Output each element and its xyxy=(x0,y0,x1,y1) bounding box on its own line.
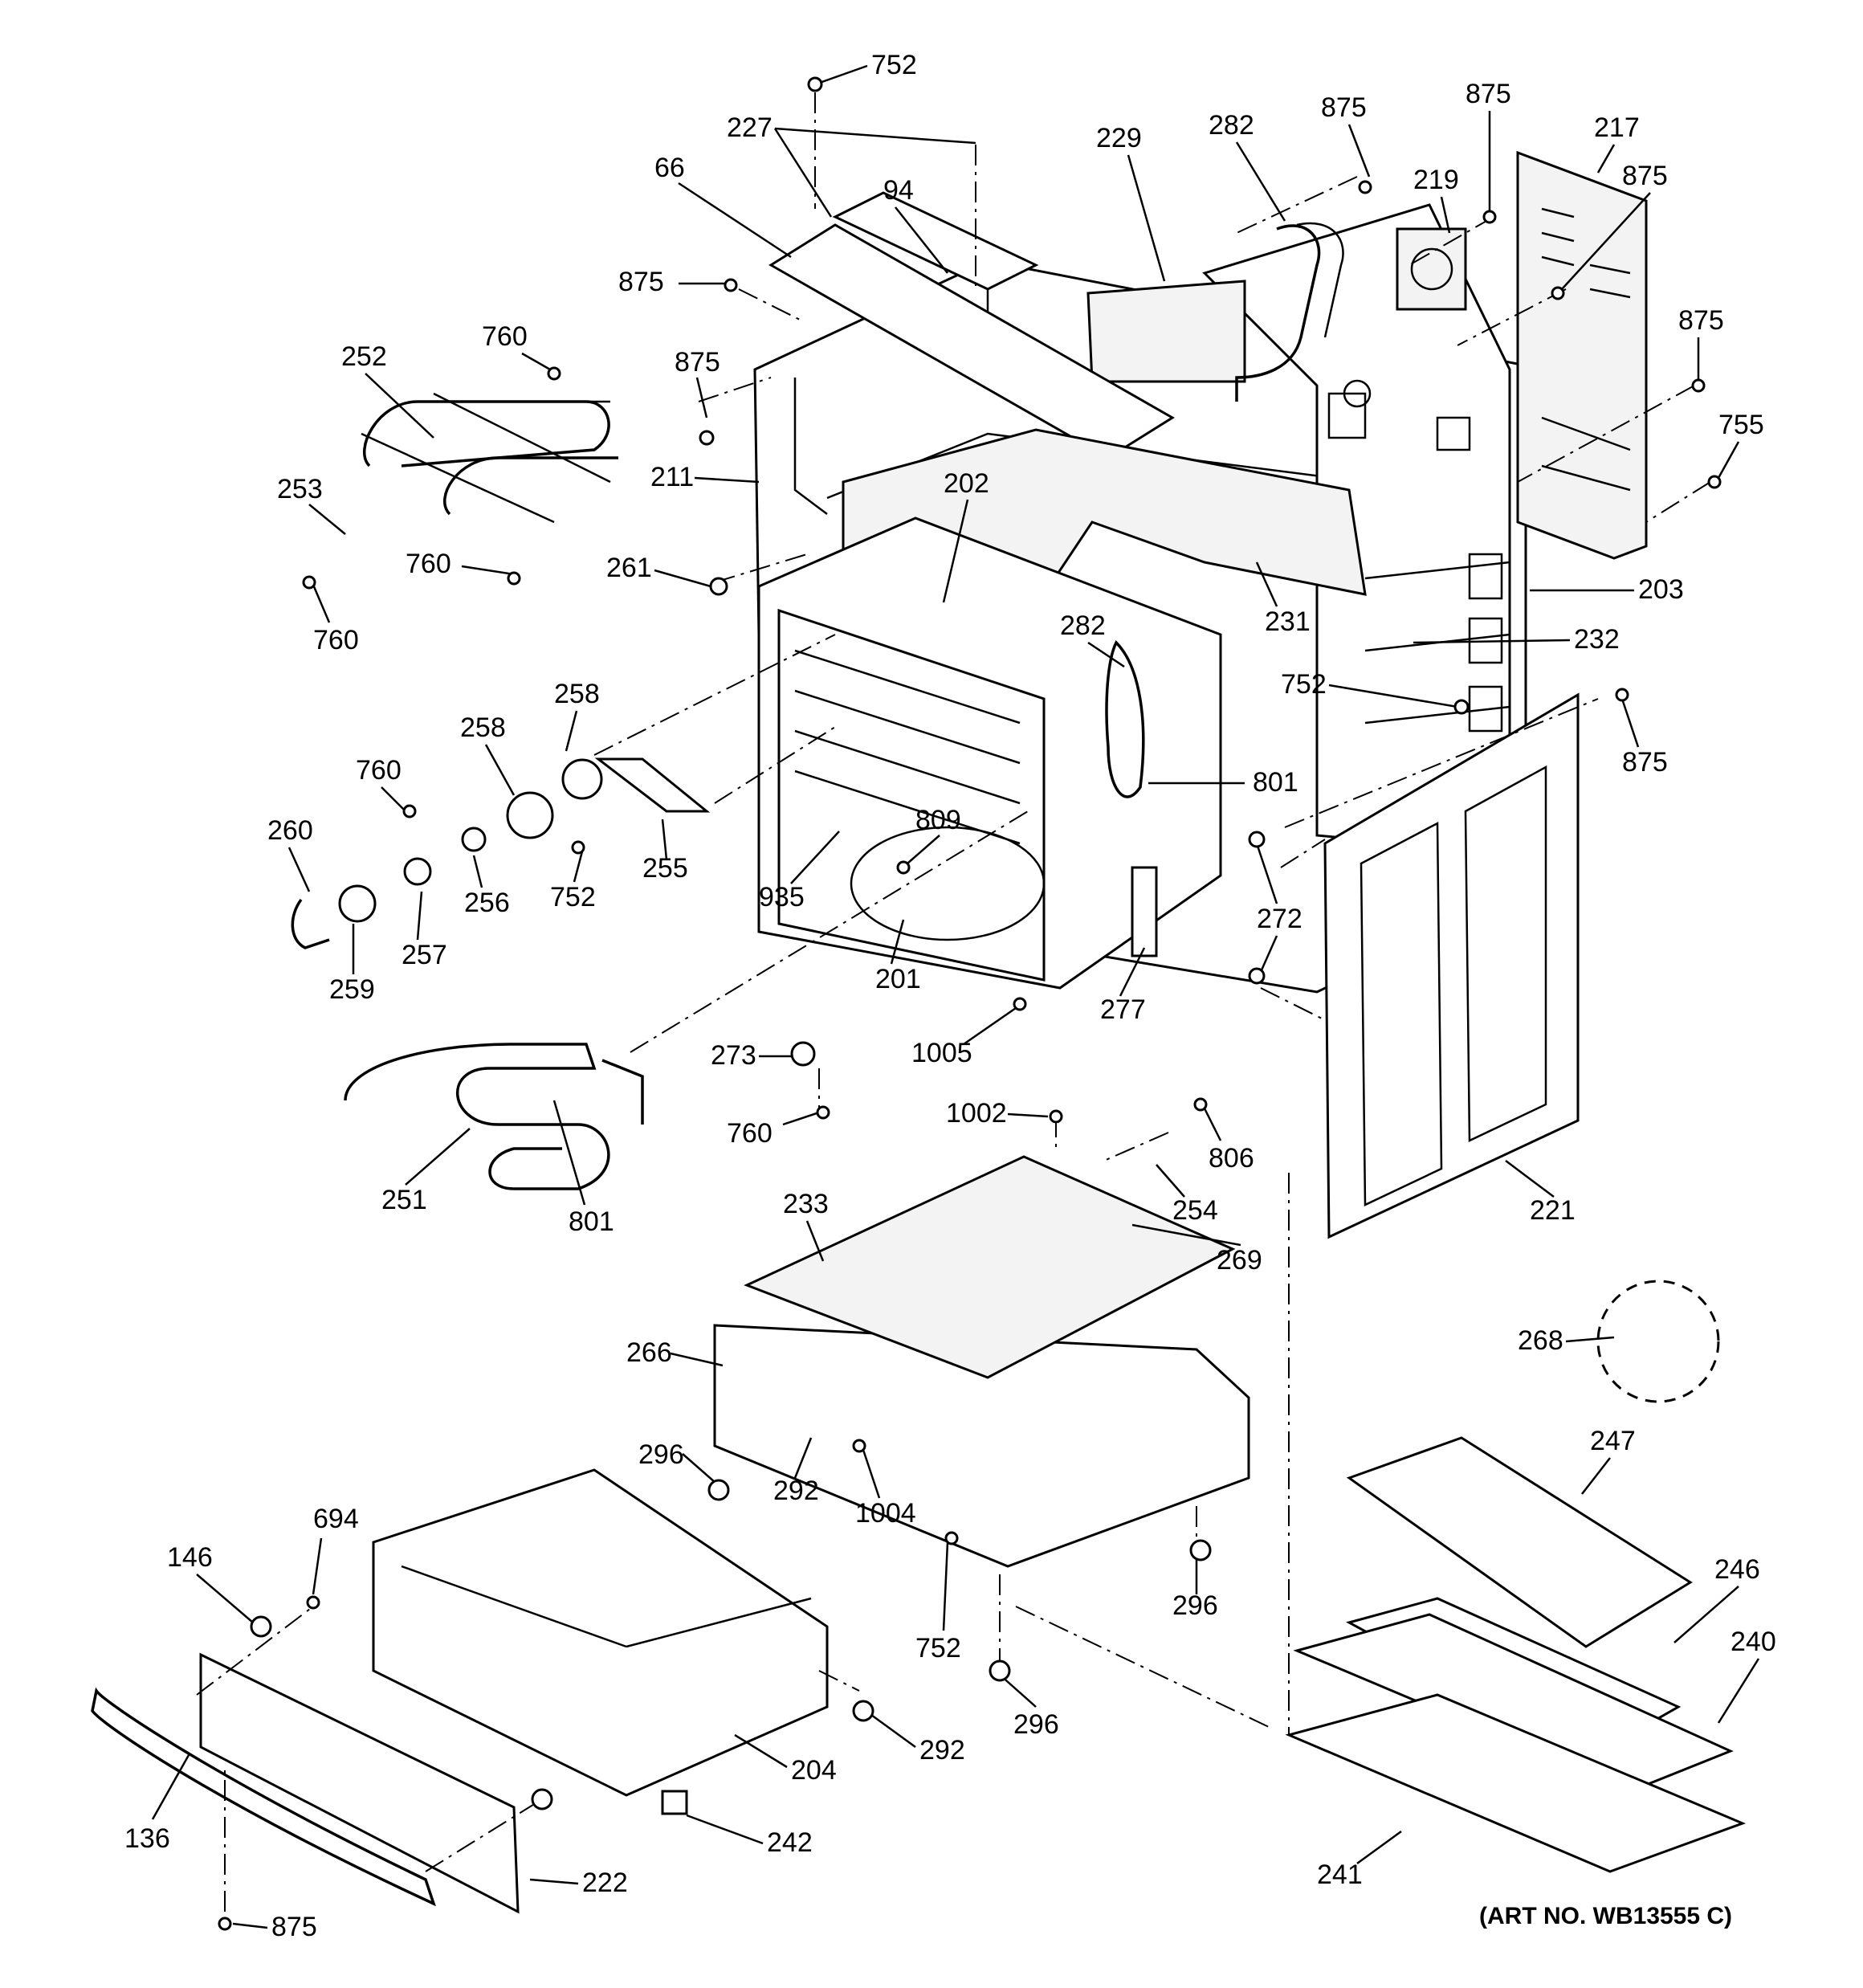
part-labels: 752 227 66 94 875 875 229 282 875 219 87… xyxy=(124,50,1776,1942)
callout-273: 273 xyxy=(711,1040,756,1071)
callout-257: 257 xyxy=(402,940,447,970)
callout-258-a: 258 xyxy=(554,679,600,709)
callout-242: 242 xyxy=(767,1827,813,1858)
callout-231: 231 xyxy=(1265,606,1311,637)
callout-277: 277 xyxy=(1100,994,1146,1025)
callout-694: 694 xyxy=(313,1504,359,1534)
callout-261: 261 xyxy=(606,553,652,583)
callout-221: 221 xyxy=(1530,1195,1576,1226)
callout-66: 66 xyxy=(654,153,685,183)
callout-246: 246 xyxy=(1714,1554,1760,1585)
callout-219: 219 xyxy=(1413,165,1459,195)
oven-cavity-201 xyxy=(757,516,1222,990)
broil-element-252 xyxy=(361,392,618,524)
callout-875-a: 875 xyxy=(618,267,664,297)
callout-760-b: 760 xyxy=(406,549,451,579)
callout-256: 256 xyxy=(464,888,510,918)
callout-201: 201 xyxy=(875,964,921,994)
bake-element-251 xyxy=(344,1043,644,1190)
side-panel-221 xyxy=(1323,692,1580,1239)
callout-755: 755 xyxy=(1718,410,1764,440)
light-assembly-parts xyxy=(291,757,711,949)
insulation-229 xyxy=(1086,280,1246,383)
callout-94: 94 xyxy=(883,175,914,206)
callout-875-h: 875 xyxy=(271,1912,317,1942)
callout-752-mid: 752 xyxy=(1281,669,1327,700)
callout-227: 227 xyxy=(727,112,773,143)
drawer-support-266 xyxy=(713,1155,1250,1568)
callout-254: 254 xyxy=(1172,1195,1218,1226)
callout-752-d: 752 xyxy=(915,1633,961,1663)
callout-760-d: 760 xyxy=(356,755,402,786)
callout-760-a: 760 xyxy=(482,321,528,352)
drawer-front-222 xyxy=(199,1652,520,1914)
callout-296-a: 296 xyxy=(638,1439,684,1470)
callout-217: 217 xyxy=(1594,112,1640,143)
callout-935: 935 xyxy=(759,882,805,912)
screw-fasteners xyxy=(218,76,1722,1931)
callout-266: 266 xyxy=(626,1337,672,1368)
callout-292-b: 292 xyxy=(919,1735,965,1766)
callout-801-a: 801 xyxy=(1253,767,1298,798)
callout-875-c: 875 xyxy=(1321,92,1367,123)
callout-253: 253 xyxy=(277,474,323,504)
callout-260: 260 xyxy=(267,815,313,846)
callout-1004: 1004 xyxy=(855,1498,916,1529)
callout-1005: 1005 xyxy=(911,1038,972,1068)
callout-255: 255 xyxy=(642,853,688,884)
callout-296-c: 296 xyxy=(1013,1709,1059,1740)
callout-875-f: 875 xyxy=(1678,305,1724,336)
callout-282-mid: 282 xyxy=(1060,610,1106,641)
callout-269: 269 xyxy=(1217,1245,1262,1276)
drawer-body-204 xyxy=(372,1468,829,1797)
callout-247: 247 xyxy=(1590,1426,1636,1456)
callout-136: 136 xyxy=(124,1823,170,1854)
back-panel-203 xyxy=(1202,203,1511,845)
oven-rack-241 xyxy=(1285,1693,1747,1873)
callout-282-top: 282 xyxy=(1209,110,1254,141)
callout-251: 251 xyxy=(381,1185,427,1215)
terminal-block-219 xyxy=(1396,227,1467,311)
callout-268: 268 xyxy=(1518,1325,1563,1356)
callout-232: 232 xyxy=(1574,624,1620,655)
art-number: (ART NO. WB13555 C) xyxy=(1479,1903,1732,1929)
callout-752-c: 752 xyxy=(550,882,596,912)
callout-222: 222 xyxy=(582,1868,628,1898)
leader-lines xyxy=(151,64,1760,1929)
callout-203: 203 xyxy=(1638,574,1684,605)
assembly-centerlines xyxy=(196,92,1711,1912)
callout-240: 240 xyxy=(1731,1627,1776,1657)
hinge-277 xyxy=(1131,866,1158,957)
callout-801-b: 801 xyxy=(569,1206,614,1237)
callout-292-a: 292 xyxy=(773,1476,819,1506)
vent-duct-282 xyxy=(1235,222,1344,402)
callout-875-g: 875 xyxy=(1622,747,1668,778)
callout-875-d: 875 xyxy=(1466,79,1511,109)
callout-258-b: 258 xyxy=(460,712,506,743)
callout-760-e: 760 xyxy=(727,1118,773,1149)
callout-241: 241 xyxy=(1317,1859,1363,1890)
callout-752-top: 752 xyxy=(871,50,917,80)
callout-204: 204 xyxy=(791,1755,837,1786)
callout-272: 272 xyxy=(1257,904,1302,934)
callout-809: 809 xyxy=(915,805,961,835)
callout-229: 229 xyxy=(1096,123,1142,153)
top-trim-66 xyxy=(768,191,1175,459)
callout-1002: 1002 xyxy=(946,1098,1007,1129)
detail-268 xyxy=(1596,1280,1720,1403)
callout-806: 806 xyxy=(1209,1143,1254,1174)
callout-233: 233 xyxy=(783,1189,829,1219)
callout-760-c: 760 xyxy=(313,625,359,655)
callout-296-b: 296 xyxy=(1172,1590,1218,1621)
callout-211: 211 xyxy=(650,462,694,492)
callout-875-e: 875 xyxy=(1622,161,1668,191)
callout-252: 252 xyxy=(341,341,387,372)
callout-202: 202 xyxy=(944,468,989,499)
drawer-handle-136 xyxy=(91,1687,436,1907)
callout-146: 146 xyxy=(167,1542,213,1573)
rear-cover-217 xyxy=(1516,150,1648,560)
callout-259: 259 xyxy=(329,974,375,1005)
callout-875-b: 875 xyxy=(675,347,720,378)
